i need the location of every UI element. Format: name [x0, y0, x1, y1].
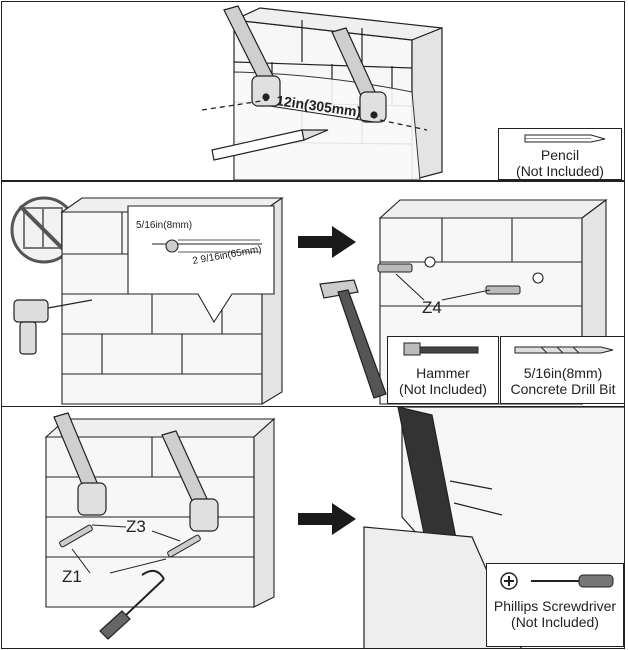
pencil-note: (Not Included) — [516, 163, 604, 179]
screwdriver-icon — [500, 572, 614, 590]
hammer-icon — [403, 342, 479, 356]
wall-bracket-right — [331, 27, 387, 123]
wall-anchor-bottom — [485, 285, 521, 295]
pencil-tool-box: Pencil (Not Included) — [498, 128, 622, 180]
screwdriver-note: (Not Included) — [511, 614, 599, 630]
pencil-icon — [524, 134, 606, 143]
wall-bracket-right — [161, 430, 219, 532]
hammer-tool-box: Hammer (Not Included) — [387, 336, 499, 404]
drill-bit-tool-box: 5/16in(8mm) Concrete Drill Bit — [500, 336, 624, 404]
step-3-panel: Z3 Z1 Phillips Screwdriver (Not Included… — [1, 406, 625, 649]
washer-label-z3: Z3 — [126, 517, 146, 536]
screwdriver-name: Phillips Screwdriver — [493, 598, 617, 614]
step-1-illustration — [201, 5, 443, 180]
anchor-label-z4: Z4 — [422, 298, 442, 317]
lag-screw-left — [59, 524, 93, 548]
brick-wall — [44, 417, 276, 608]
drill-diameter-label: 5/16in(8mm) — [136, 220, 193, 231]
rotate-arrow-icon — [141, 569, 165, 580]
pencil-icon — [211, 129, 329, 161]
next-step-arrow — [298, 226, 356, 258]
lag-screw-right — [167, 534, 201, 558]
mounted-tv — [363, 407, 624, 648]
drill-bit-size: 5/16in(8mm) — [523, 365, 603, 381]
screw-label-z1: Z1 — [62, 567, 82, 586]
screwdriver-tool-box: Phillips Screwdriver (Not Included) — [486, 563, 624, 647]
drill-bit-name: Concrete Drill Bit — [510, 381, 616, 397]
wall-bracket-left — [223, 5, 281, 107]
drill-depth-inset — [127, 205, 275, 324]
wall-bracket-left — [53, 412, 107, 516]
step-3-illustration — [44, 407, 624, 648]
next-step-arrow — [298, 503, 356, 535]
pencil-name: Pencil — [540, 147, 580, 163]
step-1-panel: 12in(305mm) Pencil (Not Included) — [1, 1, 625, 181]
hammer-note: (Not Included) — [399, 381, 487, 397]
wall-anchor-top — [377, 263, 413, 273]
dimension-line — [201, 99, 269, 111]
power-drill-icon — [13, 299, 93, 355]
screwdriver-icon — [99, 578, 165, 640]
hammer-icon — [319, 279, 387, 399]
step-2-panel: 5/16in(8mm) 2 9/16in(65mm) Z4 Hammer (No… — [1, 181, 625, 407]
hammer-name: Hammer — [416, 365, 470, 381]
drill-bit-icon — [514, 346, 614, 354]
